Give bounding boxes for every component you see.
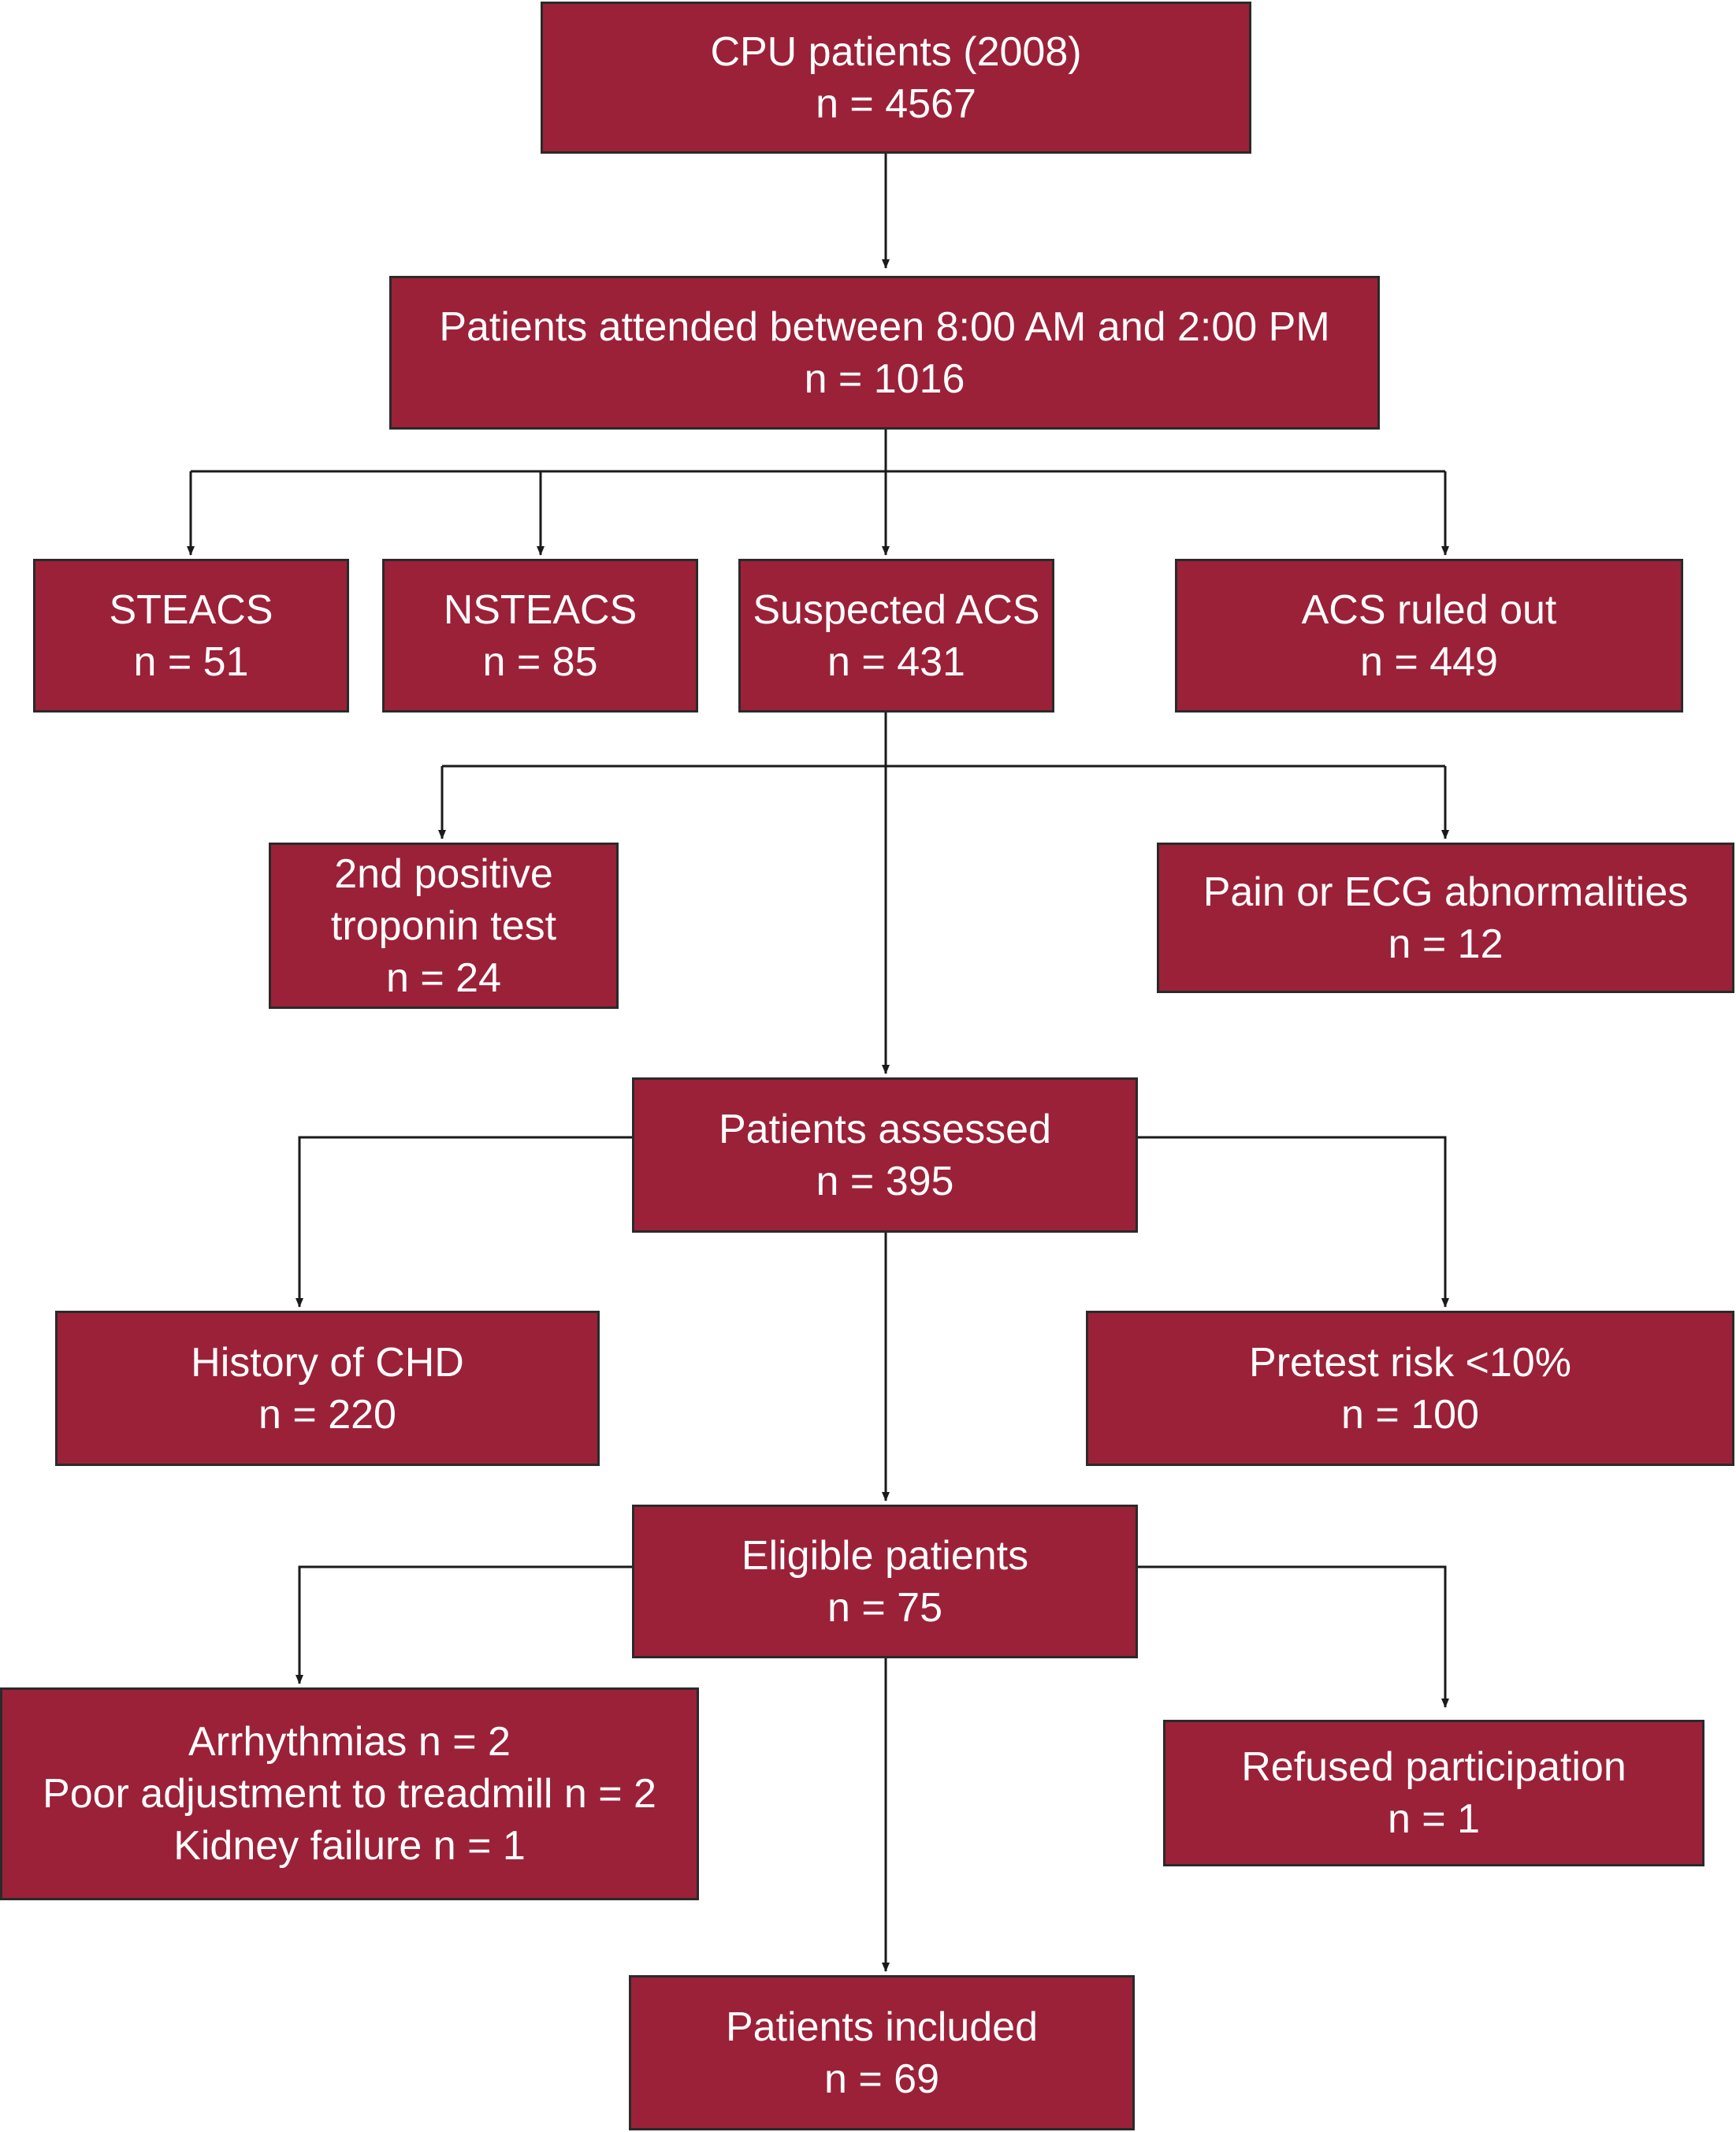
nsteacs-label: NSTEACS — [443, 586, 638, 633]
patients-included-box: Patients included n = 69 — [629, 1975, 1135, 2130]
cpu-patients-count: n = 4567 — [816, 80, 976, 127]
eligible-patients-box: Eligible patients n = 75 — [632, 1505, 1138, 1658]
pretest-risk-label: Pretest risk <10% — [1249, 1339, 1571, 1386]
troponin-box: 2nd positive troponin test n = 24 — [269, 843, 619, 1009]
patients-included-count: n = 69 — [823, 2056, 940, 2102]
steacs-label: STEACS — [109, 586, 273, 633]
pain-ecg-count: n = 12 — [1388, 921, 1504, 967]
history-chd-label: History of CHD — [191, 1339, 464, 1386]
connector-to-refused — [1136, 1565, 1449, 1708]
pain-ecg-box: Pain or ECG abnormalities n = 12 — [1157, 843, 1734, 993]
cpu-patients-line-1: CPU patients (2008) — [710, 28, 1082, 75]
cpu-patients-box: CPU patients (2008) n = 4567 — [541, 2, 1251, 154]
patients-attended-count: n = 1016 — [804, 355, 965, 402]
patients-attended-line-1: Patients attended between 8:00 AM and 2:… — [439, 303, 1330, 350]
exclusions-box: Arrhythmias n = 2 Poor adjustment to tre… — [0, 1687, 699, 1900]
history-chd-count: n = 220 — [258, 1391, 396, 1438]
troponin-count: n = 24 — [385, 954, 502, 1001]
connector-to-pretest — [1136, 1136, 1449, 1308]
suspected-acs-label: Suspected ACS — [753, 586, 1040, 633]
refused-participation-label: Refused participation — [1241, 1744, 1626, 1790]
steacs-box: STEACS n = 51 — [33, 559, 349, 713]
pretest-risk-box: Pretest risk <10% n = 100 — [1086, 1311, 1734, 1466]
patients-attended-box: Patients attended between 8:00 AM and 2:… — [389, 276, 1380, 430]
eligible-patients-count: n = 75 — [827, 1584, 943, 1631]
patients-included-label: Patients included — [725, 2004, 1039, 2050]
patients-assessed-count: n = 395 — [816, 1158, 954, 1204]
nsteacs-count: n = 85 — [482, 638, 598, 685]
troponin-line-1: 2nd positive — [334, 850, 553, 897]
patients-assessed-label: Patients assessed — [718, 1106, 1052, 1152]
acs-ruled-out-label: ACS ruled out — [1301, 586, 1557, 633]
refused-participation-count: n = 1 — [1387, 1796, 1481, 1842]
suspected-acs-box: Suspected ACS n = 431 — [738, 559, 1054, 713]
connector-to-exclusions — [296, 1565, 632, 1684]
troponin-line-2: troponin test — [330, 902, 557, 949]
exclusion-treadmill: Poor adjustment to treadmill n = 2 — [43, 1771, 656, 1817]
steacs-count: n = 51 — [133, 638, 249, 685]
acs-ruled-out-box: ACS ruled out n = 449 — [1175, 559, 1683, 713]
pretest-risk-count: n = 100 — [1341, 1391, 1479, 1438]
exclusion-arrhythmias: Arrhythmias n = 2 — [188, 1719, 511, 1765]
suspected-acs-count: n = 431 — [827, 638, 965, 685]
history-chd-box: History of CHD n = 220 — [55, 1311, 600, 1466]
exclusion-kidney-failure: Kidney failure n = 1 — [173, 1823, 526, 1869]
eligible-patients-label: Eligible patients — [741, 1532, 1029, 1579]
pain-ecg-label: Pain or ECG abnormalities — [1203, 869, 1689, 915]
acs-ruled-out-count: n = 449 — [1360, 638, 1498, 685]
nsteacs-box: NSTEACS n = 85 — [382, 559, 698, 713]
patients-assessed-box: Patients assessed n = 395 — [632, 1077, 1138, 1233]
connector-to-chd — [296, 1136, 632, 1308]
refused-participation-box: Refused participation n = 1 — [1163, 1720, 1704, 1866]
